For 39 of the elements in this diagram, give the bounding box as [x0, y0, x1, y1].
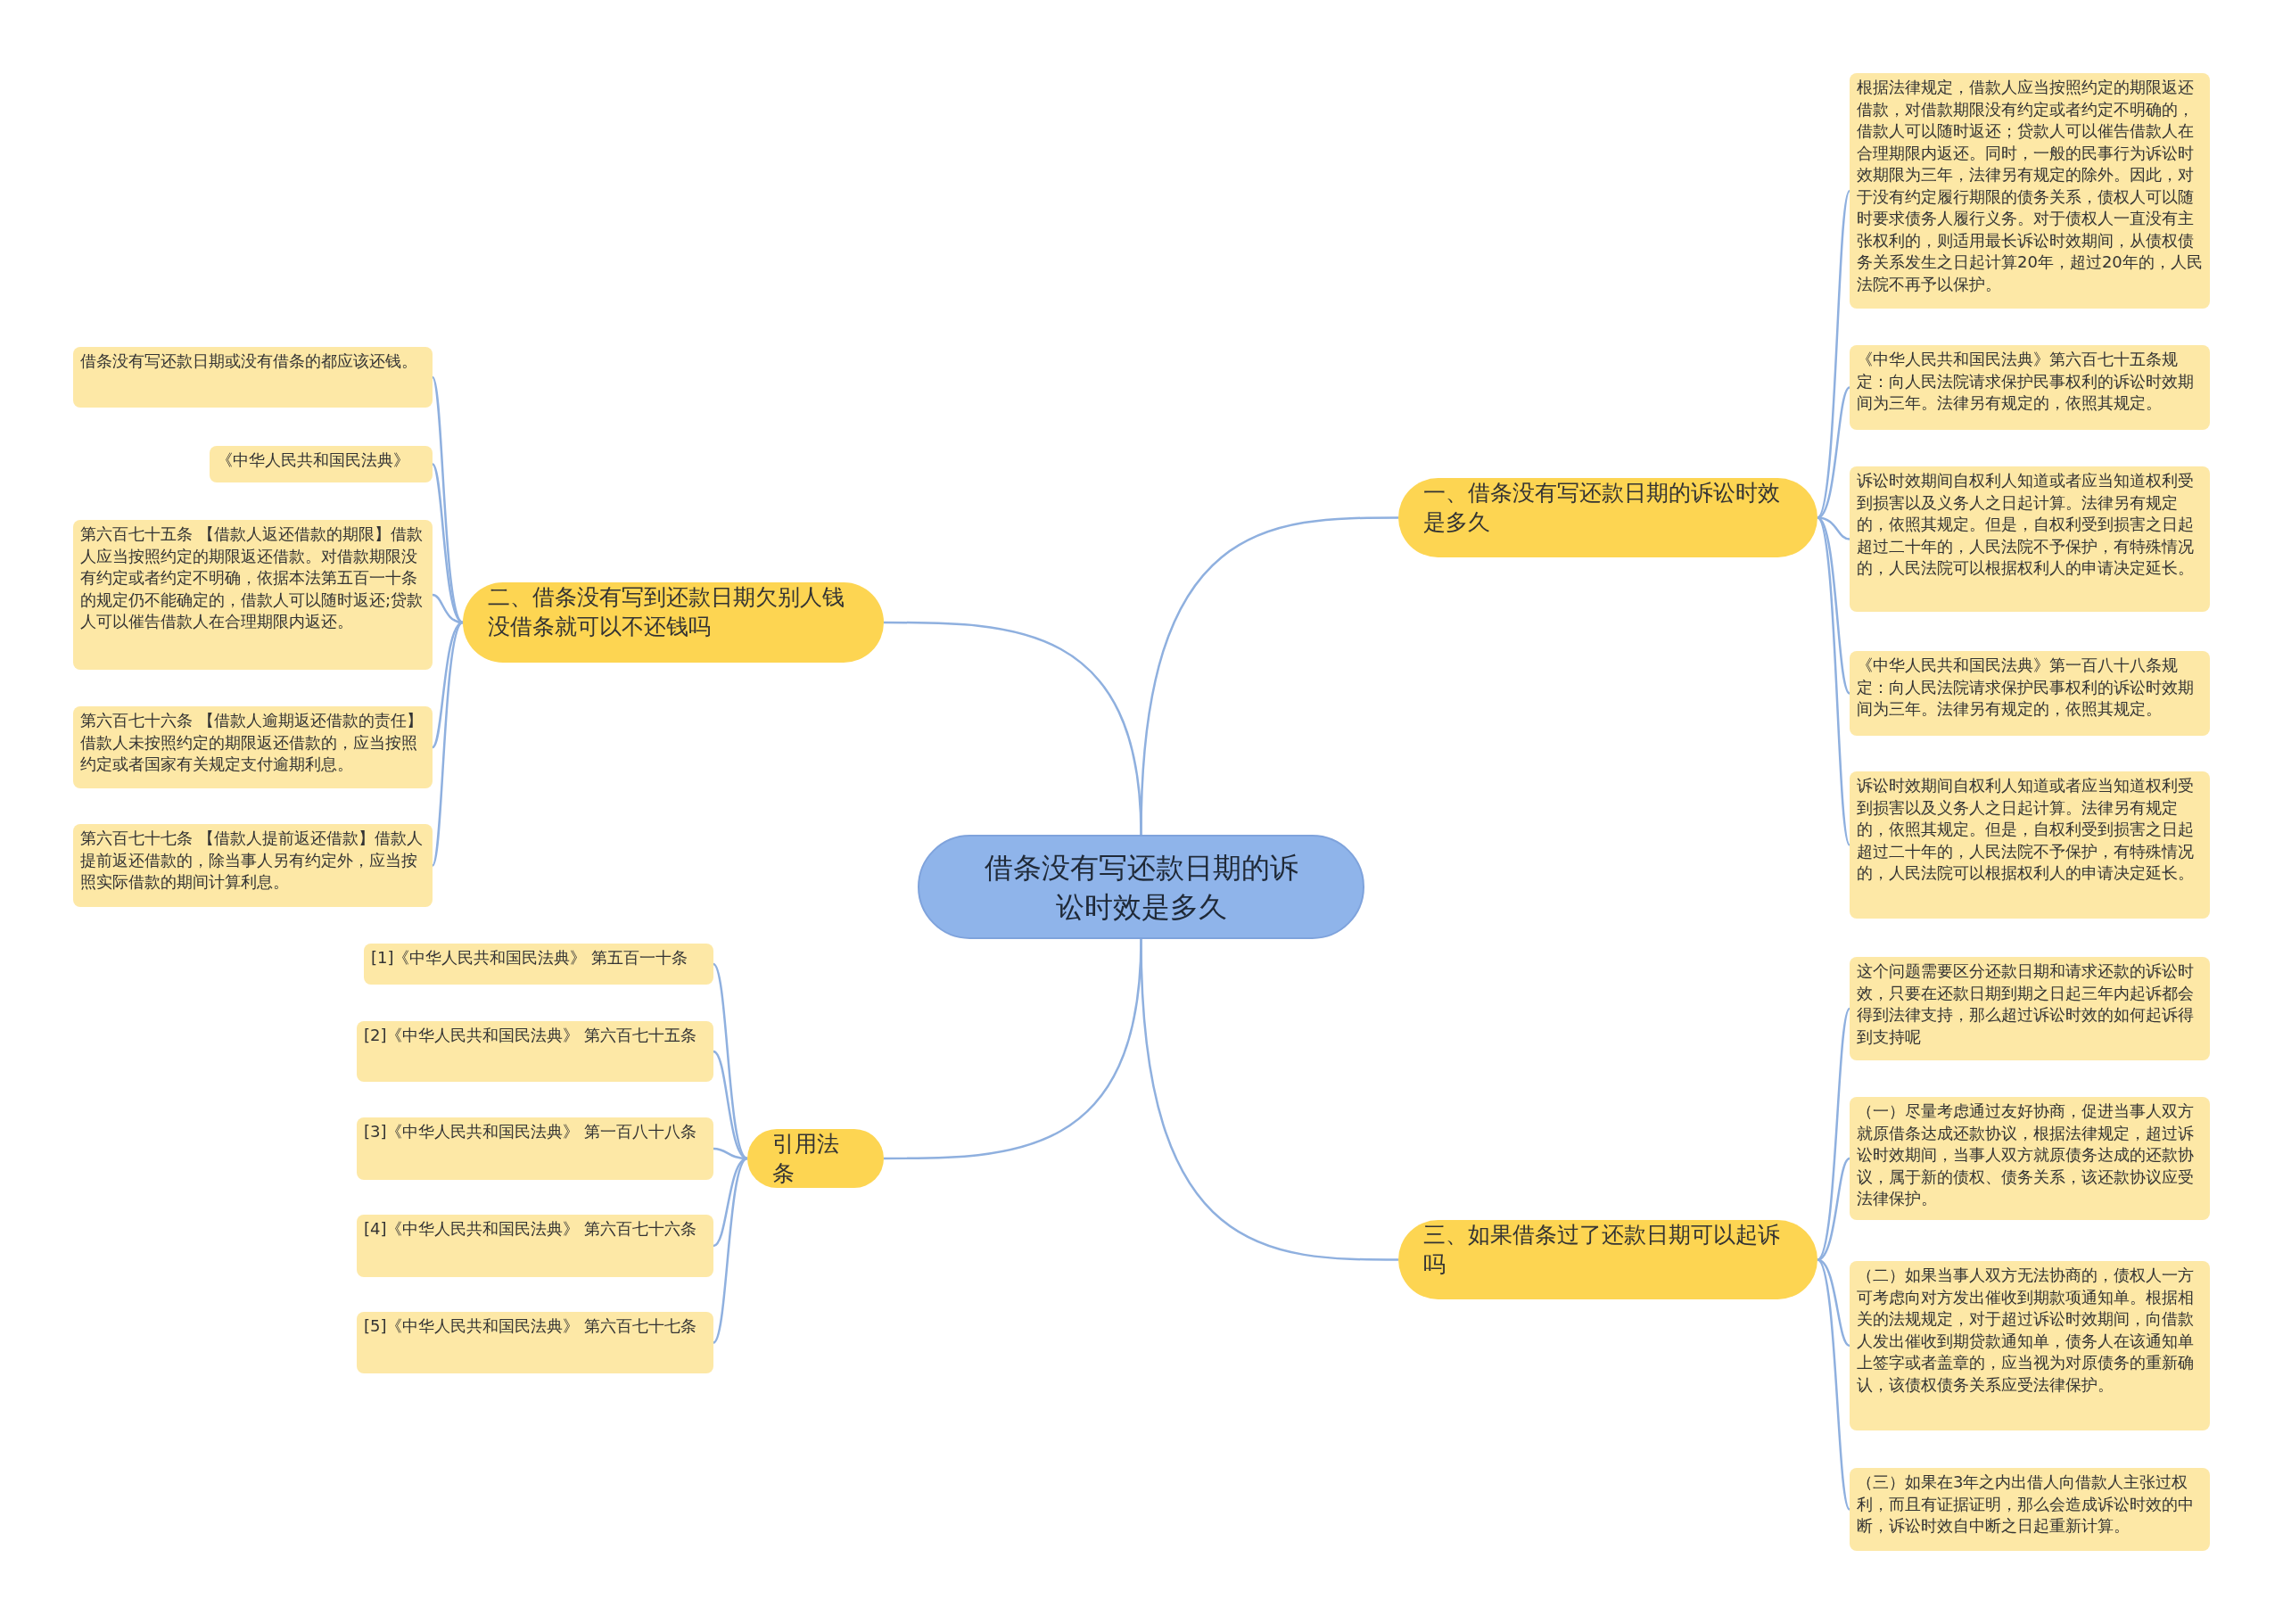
- connector-line: [713, 1050, 748, 1160]
- leaf-note: 借条没有写还款日期或没有借条的都应该还钱。: [73, 347, 433, 408]
- branch-topic: 一、借条没有写还款日期的诉讼时效是多久: [1398, 478, 1817, 557]
- leaf-note: 《中华人民共和国民法典》第六百七十五条规定：向人民法院请求保护民事权利的诉讼时效期间为三年。法律另有规定的，依照其规定。: [1850, 345, 2210, 430]
- leaf-note: 诉讼时效期间自权利人知道或者应当知道权利受到损害以及义务人之日起计算。法律另有规定的，依照其规定。但是，自权利受到损害之日起超过二十年的，人民法院不予保护，有特殊情况的，人民法院可以根据权利人的申请决定延长。: [1850, 466, 2210, 612]
- leaf-note: 诉讼时效期间自权利人知道或者应当知道权利受到损害以及义务人之日起计算。法律另有规定的，依照其规定。但是，自权利受到损害之日起超过二十年的，人民法院不予保护，有特殊情况的，人民法院可以根据权利人的申请决定延长。: [1850, 771, 2210, 919]
- connector-line: [713, 1157, 748, 1248]
- leaf-note: （一）尽量考虑通过友好协商，促进当事人双方就原借条达成还款协议，根据法律规定，超过诉讼时效期间，当事人双方就原债务达成的还款协议，属于新的债权、债务关系，该还款协议应受法律保护。: [1850, 1097, 2210, 1220]
- leaf-note: 第六百七十六条 【借款人逾期返还借款的责任】借款人未按照约定的期限返还借款的，应当按照约定或者国家有关规定支付逾期利息。: [73, 706, 433, 788]
- connector-line: [1140, 938, 1398, 1261]
- leaf-note: 第六百七十七条 【借款人提前返还借款】借款人提前返还借款的，除当事人另有约定外，应当按照实际借款的期间计算利息。: [73, 824, 433, 907]
- leaf-note: 《中华人民共和国民法典》: [210, 446, 433, 482]
- leaf-note: 《中华人民共和国民法典》第一百八十八条规定：向人民法院请求保护民事权利的诉讼时效期间为三年。法律另有规定的，依照其规定。: [1850, 651, 2210, 736]
- connector-line: [713, 1158, 748, 1344]
- leaf-note: [1]《中华人民共和国民法典》 第五百一十条: [364, 944, 713, 985]
- connector-line: [1816, 516, 1851, 845]
- central-topic: 借条没有写还款日期的诉讼时效是多久: [918, 835, 1364, 939]
- branch-topic: 引用法条: [747, 1129, 884, 1188]
- leaf-note: [5]《中华人民共和国民法典》 第六百七十七条: [357, 1312, 713, 1373]
- connector-line: [431, 622, 464, 867]
- leaf-note: [2]《中华人民共和国民法典》 第六百七十五条: [357, 1021, 713, 1082]
- leaf-note: [4]《中华人民共和国民法典》 第六百七十六条: [357, 1215, 713, 1277]
- branch-topic: 三、如果借条过了还款日期可以起诉吗: [1398, 1220, 1817, 1299]
- connector-line: [713, 963, 748, 1159]
- leaf-note: （二）如果当事人双方无法协商的，债权人一方可考虑向对方发出催收到期款项通知单。根据相关的法规规定，对于超过诉讼时效期间，向借款人发出催收到期贷款通知单，债务人在该通知单上签字或者盖章的，应当视为对原债务的重新确认，该债权债务关系应受法律保护。: [1850, 1261, 2210, 1430]
- connector-line: [1816, 190, 1851, 519]
- connector-line: [432, 621, 464, 748]
- connector-line: [432, 463, 464, 624]
- connector-line: [884, 621, 1142, 836]
- leaf-note: 根据法律规定，借款人应当按照约定的期限返还借款，对借款期限没有约定或者约定不明确的，借款人可以随时返还；贷款人可以催告借款人在合理期限内返还。同时，一般的民事行为诉讼时效期限为三年，法律另有规定的除外。因此，对于没有约定履行期限的债务关系，债权人可以随时要求债务人履行义务。对于债权人一直没有主张权利的，则适用最长诉讼时效期间，从债权债务关系发生之日起计算20年，超过20年的，人民法院不再予以保护。: [1850, 73, 2210, 309]
- branch-topic: 二、借条没有写到还款日期欠别人钱没借条就可以不还钱吗: [463, 582, 884, 663]
- leaf-note: [3]《中华人民共和国民法典》 第一百八十八条: [357, 1117, 713, 1180]
- leaf-note: 这个问题需要区分还款日期和请求还款的诉讼时效，只要在还款日期到期之日起三年内起诉都会得到法律支持，那么超过诉讼时效的如何起诉得到支持呢: [1850, 957, 2210, 1060]
- leaf-note: 第六百七十五条 【借款人返还借款的期限】借款人应当按照约定的期限返还借款。对借款期限没有约定或者约定不明确，依据本法第五百一十条的规定仍不能确定的，借款人可以随时返还;贷款人可以催告借款人在合理期限内返还。: [73, 520, 433, 670]
- connector-line: [1817, 1008, 1851, 1261]
- connector-line: [1817, 1258, 1851, 1511]
- leaf-note: （三）如果在3年之内出借人向借款人主张过权利，而且有证据证明，那么会造成诉讼时效的中断，诉讼时效自中断之日起重新计算。: [1850, 1468, 2210, 1551]
- connector-line: [431, 376, 464, 623]
- connector-line: [1817, 516, 1850, 695]
